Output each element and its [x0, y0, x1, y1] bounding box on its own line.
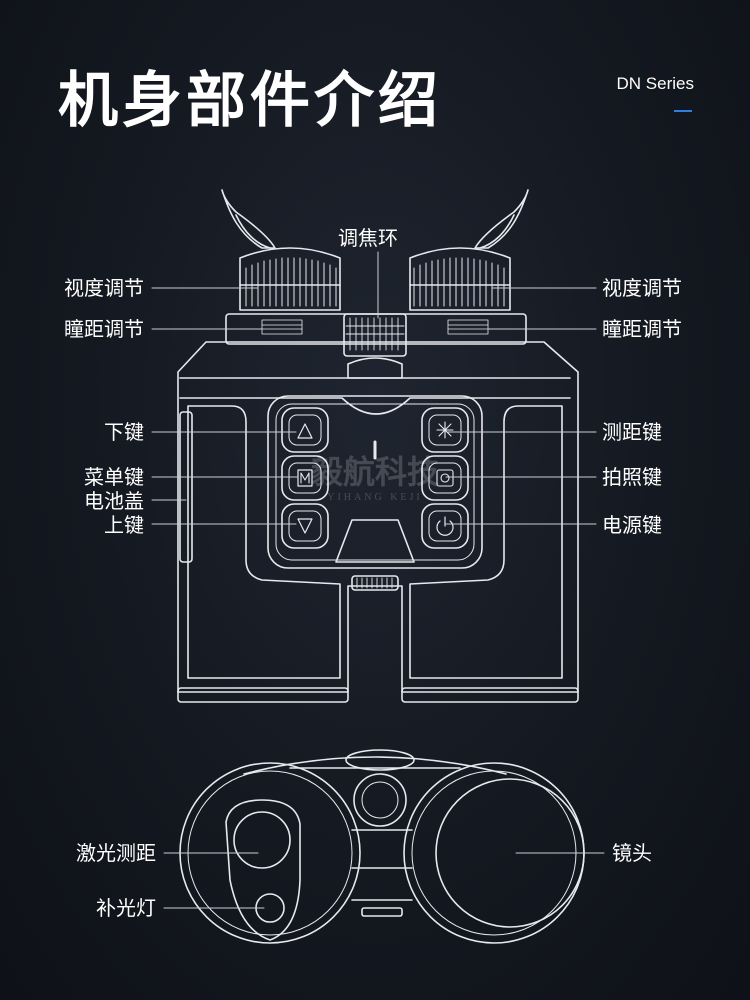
label-up-key: 上键 [104, 513, 144, 537]
control-panel [267, 395, 483, 569]
label-power-key: 电源键 [602, 513, 662, 537]
label-focus-ring: 调焦环 [338, 226, 398, 250]
label-diopter-left: 视度调节 [64, 276, 144, 300]
watermark: 毅航科技 YIHANG KEJI [286, 452, 464, 512]
label-range-key: 测距键 [602, 420, 662, 444]
right-eyecup [474, 189, 529, 249]
binocular-body [177, 341, 579, 703]
label-menu-key: 菜单键 [84, 465, 144, 489]
watermark-text: 毅航科技 [310, 453, 439, 491]
watermark-subtext: YIHANG KEJI [327, 492, 423, 503]
label-laser-range: 激光测距 [76, 841, 156, 865]
label-diopter-right: 视度调节 [602, 276, 682, 300]
label-down-key: 下键 [104, 420, 144, 444]
series-accent-bar [674, 110, 692, 112]
focus-ring [343, 313, 407, 357]
page-title: 机身部件介绍 [58, 66, 442, 136]
label-photo-key: 拍照键 [602, 465, 662, 489]
thumb-wheel [351, 575, 399, 591]
photo-button[interactable] [421, 455, 469, 501]
front-view [179, 749, 585, 944]
menu-button[interactable] [281, 455, 329, 501]
left-diopter-ring [239, 247, 341, 311]
label-lens: 镜头 [612, 841, 652, 865]
ipd-bar [225, 313, 527, 345]
range-button[interactable] [421, 407, 469, 453]
down-button[interactable] [281, 407, 329, 453]
series-label: DN Series [616, 74, 694, 93]
left-eyecup [221, 189, 276, 249]
right-diopter-ring [409, 247, 511, 311]
label-ipd-right: 瞳距调节 [602, 317, 682, 341]
label-battery-cover: 电池盖 [84, 489, 144, 513]
laser-rangefinder-window [225, 799, 301, 941]
up-button[interactable] [281, 503, 329, 549]
label-ipd-left: 瞳距调节 [64, 317, 144, 341]
leader-lines [151, 251, 605, 909]
power-button[interactable] [421, 503, 469, 549]
label-fill-light: 补光灯 [96, 896, 156, 920]
